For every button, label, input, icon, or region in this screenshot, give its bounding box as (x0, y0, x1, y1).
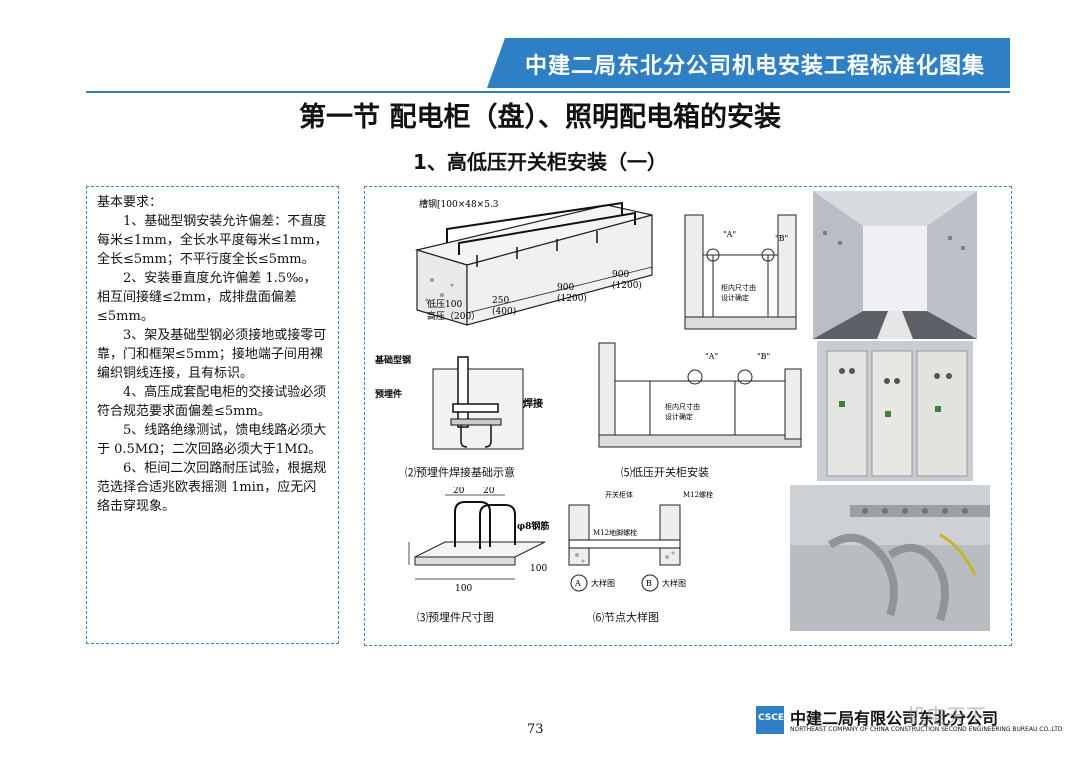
header-banner: 中建二局东北分公司机电安装工程标准化图集 (487, 38, 1010, 88)
detail-a-label: "A" (723, 230, 736, 239)
dimension-label: 250 (492, 296, 509, 306)
dimension-label: (400) (492, 306, 516, 317)
channel-foundation-drawing: 槽钢[100×48×5.3 低压100 高压（200） 250 (400) 90… (414, 198, 653, 326)
page-number: 73 (527, 722, 544, 737)
figure-embed-dimensions: 20 20 100 100 φ8钢筋 (405, 487, 570, 605)
requirement-item: 4、高压成套配电柜的交接试验必须符合规范要求面偏差≤5mm。 (97, 385, 327, 419)
figures-panel: 槽钢[100×48×5.3 低压100 高压（200） 250 (400) 90… (364, 186, 1012, 646)
low-voltage-label: 低压100 (427, 298, 462, 310)
embed-weld-drawing: 基础型钢 预埋件 焊接 (374, 354, 543, 450)
figure-low-voltage-cabinet: "A" "B" 柜内尺寸由 设计确定 (595, 339, 805, 451)
requirement-item: 1、基础型钢安装允许偏差：不直度每米≤1mm，全长水平度每米≤1mm，全长≤5m… (97, 214, 328, 267)
figure-cabinet-section: "A" "B" 柜内尺寸由 设计确定 (683, 205, 798, 333)
rebar-label: φ8钢筋 (517, 520, 549, 532)
cabinet-note: 设计确定 (721, 293, 749, 302)
dimension-label: 900 (557, 283, 574, 293)
requirement-item: 6、柜间二次回路耐压试验，根据规范选择合适兆欧表摇测 1min，应无闪络击穿现象… (97, 461, 327, 514)
embed-dimensions-drawing: 20 20 100 100 φ8钢筋 (408, 487, 549, 594)
banner-title: 中建二局东北分公司机电安装工程标准化图集 (525, 54, 986, 79)
subsection-title: 1、高低压开关柜安装（一） (413, 150, 667, 174)
cabinet-note: 柜内尺寸由 (665, 402, 700, 411)
requirement-item: 3、架及基础型钢必须接地或接零可靠，门和框架≤5mm；接地端子间用裸编织铜线连接… (97, 328, 327, 381)
embed-part-label: 预埋件 (375, 388, 402, 400)
section-title: 第一节 配电柜（盘）、照明配电箱的安装 (299, 102, 781, 133)
detail-a-text: 大样图 (591, 578, 615, 588)
detail-a-label: "A" (705, 352, 718, 361)
requirements-heading: 基本要求： (97, 195, 163, 210)
dimension-label: (1200) (612, 280, 642, 291)
dimension-label: (1200) (557, 293, 587, 304)
watermark: 机电天下 (906, 704, 986, 728)
requirements-panel: 基本要求： 1、基础型钢安装允许偏差：不直度每米≤1mm，全长水平度每米≤1mm… (86, 186, 339, 644)
cabinet-note: 设计确定 (665, 412, 693, 421)
figure-channel-foundation: 槽钢[100×48×5.3 低压100 高压（200） 250 (400) 90… (407, 195, 677, 335)
company-name: 中建二局有限公司东北分公司 (790, 709, 999, 728)
detail-b-marker: B (646, 579, 652, 588)
detail-b-label: "B" (775, 234, 788, 243)
switchgear-panel-photo (817, 341, 973, 481)
bolt-label: M12螺栓 (683, 490, 713, 499)
figure-caption: ⑵预埋件焊接基础示意 (405, 466, 515, 479)
figure-caption: ⑹节点大样图 (593, 611, 659, 624)
company-logo: CSCEC (756, 706, 791, 734)
channel-steel-label: 槽钢[100×48×5.3 (419, 198, 499, 210)
high-voltage-label: 高压（200） (427, 310, 480, 322)
dimension-label: 20 (483, 487, 495, 496)
figure-node-detail: 开关柜体 M12螺栓 M12地脚螺栓 A 大样图 B 大样图 (565, 485, 790, 603)
dimension-label: 100 (455, 584, 472, 594)
dimension-label: 100 (530, 564, 547, 574)
anchor-bolt-label: M12地脚螺栓 (593, 528, 637, 537)
low-voltage-cabinet-drawing: "A" "B" 柜内尺寸由 设计确定 (598, 342, 802, 448)
detail-a-marker: A (574, 579, 581, 588)
header-rule (86, 91, 1010, 93)
detail-b-text: 大样图 (662, 578, 686, 588)
dimension-label: 20 (453, 487, 465, 496)
cabinet-body-label: 开关柜体 (605, 490, 633, 499)
figure-embed-weld: 基础型钢 预埋件 焊接 (373, 349, 563, 457)
cabinet-section-drawing: "A" "B" 柜内尺寸由 设计确定 (684, 214, 797, 330)
figure-caption: ⑸低压开关柜安装 (621, 466, 709, 479)
base-steel-label: 基础型钢 (374, 354, 411, 366)
cabinet-note: 柜内尺寸由 (721, 283, 756, 292)
detail-b-label: "B" (757, 352, 770, 361)
logo-text: CSCEC (758, 713, 791, 723)
company-name-en: NORTHEAST COMPANY OF CHINA CONSTRUCTION … (790, 726, 1063, 733)
node-detail-drawing: 开关柜体 M12螺栓 M12地脚螺栓 A 大样图 B 大样图 (568, 490, 713, 592)
ground-braid-photo (790, 485, 990, 631)
requirement-item: 5、线路绝缘测试，馈电线路必须大于 0.5MΩ；二次回路必须大于1MΩ。 (97, 423, 327, 457)
switchgear-room-photo (813, 191, 977, 339)
figure-caption: ⑶预埋件尺寸图 (417, 611, 494, 624)
weld-label: 焊接 (523, 397, 543, 410)
requirement-item: 2、安装垂直度允许偏差 1.5‰，相互间接缝≤2mm，成排盘面偏差≤5mm。 (97, 271, 317, 324)
dimension-label: 900 (612, 270, 629, 280)
